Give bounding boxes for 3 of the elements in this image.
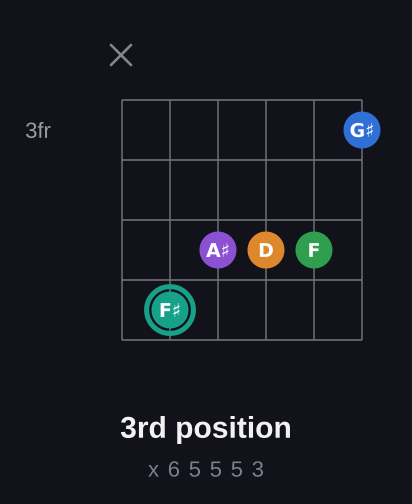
fingering-text: x 6 5 5 5 3 (148, 461, 263, 477)
fret-number: 3fr (26, 122, 50, 138)
chord-caption: 3rd position (120, 416, 290, 444)
